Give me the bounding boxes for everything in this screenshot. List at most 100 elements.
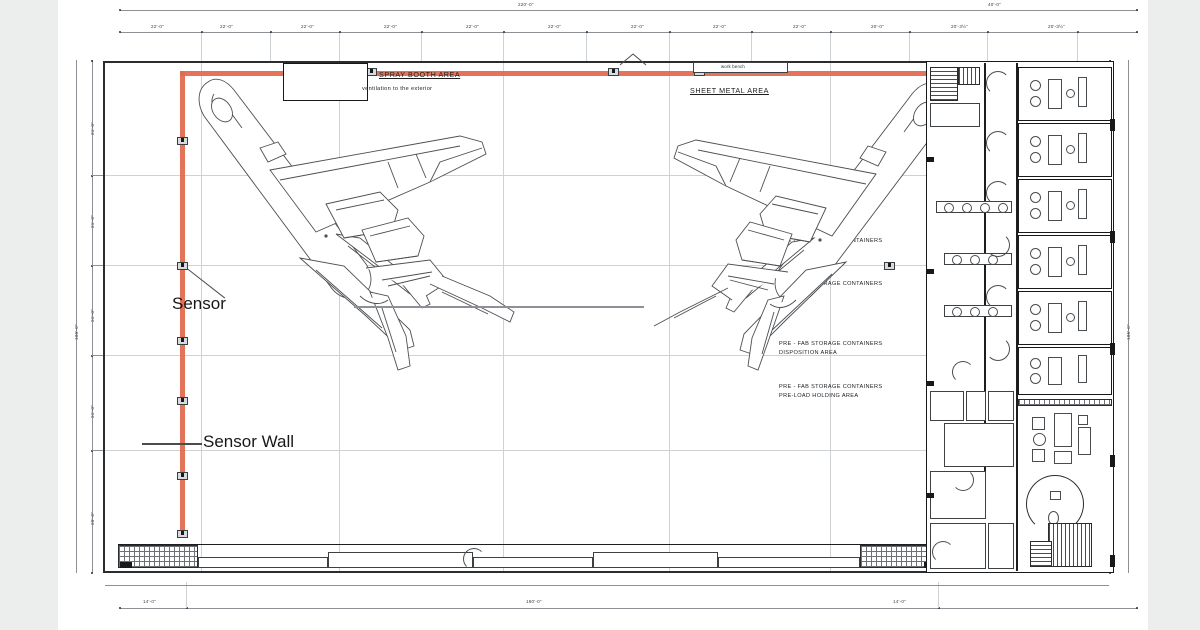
credenza xyxy=(1078,189,1087,219)
private-office xyxy=(1018,123,1112,177)
dim-left-seg: 21'-0" xyxy=(90,309,95,322)
chair xyxy=(1030,304,1041,315)
private-office xyxy=(1018,179,1112,233)
dim-top-seg: 20'-3½" xyxy=(1048,24,1065,29)
work-bench-label: work bench xyxy=(721,64,745,69)
drawing-sheet: 220'-0" 40'-0" 22'-0" 22'-0" 22'-0" 22'-… xyxy=(58,0,1148,630)
aircraft-outline-right xyxy=(670,70,970,380)
dim-bottom-seg: 14'-0" xyxy=(893,599,906,604)
door-swing xyxy=(986,337,1010,361)
letterbox-right xyxy=(1148,0,1200,630)
sensor-marker[interactable] xyxy=(177,472,188,480)
ventilation-note: ventilation to the exterior xyxy=(362,86,433,92)
dim-bottom-seg: 180'-0" xyxy=(526,599,542,604)
dim-top-seg: 22'-0" xyxy=(220,24,233,29)
stair-lower-run xyxy=(1030,541,1052,567)
sensor-marker[interactable] xyxy=(608,68,619,76)
office-block xyxy=(926,61,1116,573)
support-room xyxy=(988,523,1014,569)
chair xyxy=(1030,152,1041,163)
sensor-wall-annotation-label: Sensor Wall xyxy=(203,432,295,451)
chair xyxy=(1030,358,1041,369)
stair-upper xyxy=(930,67,958,101)
support-room xyxy=(944,423,1014,467)
dim-top-seg: 20'-3½" xyxy=(951,24,968,29)
private-office xyxy=(1018,235,1112,289)
desk xyxy=(1048,247,1062,277)
private-office xyxy=(1018,347,1112,395)
sensor-marker[interactable] xyxy=(177,530,188,538)
dim-left-seg: 20'-0" xyxy=(90,512,95,525)
desk xyxy=(1048,191,1062,221)
sensor-marker[interactable] xyxy=(177,262,188,270)
dim-top-right-overall: 40'-0" xyxy=(988,2,1001,7)
dim-bottom-seg: 14'-0" xyxy=(143,599,156,604)
chair xyxy=(1030,96,1041,107)
reception-counter xyxy=(1050,491,1061,500)
door-swing xyxy=(952,361,974,383)
dim-top-seg: 22'-0" xyxy=(384,24,397,29)
door-swing xyxy=(932,541,954,563)
tail-leader-line xyxy=(354,306,644,308)
chair xyxy=(1066,201,1075,210)
dim-left-seg: 21'-0" xyxy=(90,215,95,228)
reception-desk xyxy=(1026,475,1084,533)
dim-top-seg: 22'-0" xyxy=(793,24,806,29)
stair-upper-landing xyxy=(958,67,980,85)
chair xyxy=(1066,257,1075,266)
dim-right-overall: 106'-0" xyxy=(1126,324,1131,340)
dim-left-seg: 21'-0" xyxy=(90,405,95,418)
chair xyxy=(1030,80,1041,91)
sensor-marker[interactable] xyxy=(177,337,188,345)
credenza xyxy=(1078,355,1087,383)
sensor-wall-leader-line xyxy=(142,443,202,445)
sensor-marker[interactable] xyxy=(884,262,895,270)
dim-top-seg: 22'-0" xyxy=(548,24,561,29)
door-swing xyxy=(986,131,1010,155)
restroom xyxy=(988,391,1014,421)
chair xyxy=(1030,208,1041,219)
sensor-wall-left[interactable] xyxy=(180,71,185,532)
work-bench-outline xyxy=(693,62,788,73)
dim-top-seg: 22'-0" xyxy=(466,24,479,29)
spray-booth-area-label: SPRAY BOOTH AREA xyxy=(379,70,461,79)
sensor-annotation-label: Sensor xyxy=(172,294,226,313)
credenza xyxy=(1078,77,1087,107)
chair xyxy=(1030,373,1041,384)
private-office xyxy=(1018,67,1112,121)
dim-top-seg: 20'-0" xyxy=(871,24,884,29)
dim-top-seg: 22'-0" xyxy=(631,24,644,29)
desk xyxy=(1048,79,1062,109)
dim-top-seg: 22'-0" xyxy=(713,24,726,29)
desk xyxy=(1048,357,1062,385)
sensor-wall-top[interactable] xyxy=(180,71,967,76)
door-swing xyxy=(986,181,1010,205)
credenza xyxy=(1078,245,1087,275)
utility-room xyxy=(930,103,980,127)
sensor-marker[interactable] xyxy=(177,137,188,145)
aircraft-outline-left xyxy=(130,70,530,390)
dim-top-seg: 22'-0" xyxy=(151,24,164,29)
dim-left-seg: 21'-0" xyxy=(90,122,95,135)
dim-top-seg: 22'-0" xyxy=(301,24,314,29)
restroom xyxy=(966,391,986,421)
chair xyxy=(1030,320,1041,331)
credenza xyxy=(1078,133,1087,163)
chair xyxy=(1030,248,1041,259)
chair xyxy=(1066,145,1075,154)
private-office xyxy=(1018,291,1112,345)
letterbox-left xyxy=(0,0,58,630)
desk xyxy=(1048,135,1062,165)
door-swing xyxy=(952,469,974,491)
credenza xyxy=(1078,301,1087,331)
chair xyxy=(1030,192,1041,203)
chair xyxy=(1066,89,1075,98)
glazed-partition xyxy=(1018,399,1112,406)
sensor-marker[interactable] xyxy=(177,397,188,405)
door-swing xyxy=(986,71,1010,95)
sheet-metal-area-label: SHEET METAL AREA xyxy=(690,86,769,95)
stair-lower xyxy=(1048,523,1092,567)
dim-top-overall: 220'-0" xyxy=(518,2,534,7)
chair xyxy=(1030,264,1041,275)
